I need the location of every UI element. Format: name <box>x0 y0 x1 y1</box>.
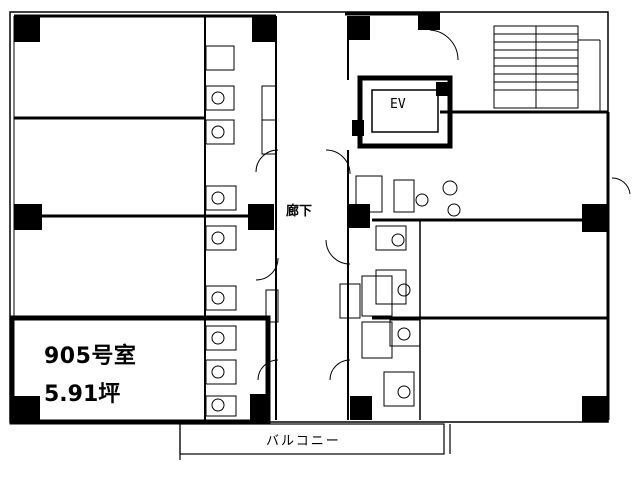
right-offices <box>372 110 631 420</box>
left-wet-core <box>205 45 279 417</box>
unit-area-label: 5.91坪 <box>44 382 121 407</box>
corridor-label: 廊下 <box>286 204 313 219</box>
stairs <box>493 25 601 112</box>
left-offices <box>14 16 260 420</box>
balcony-label: バルコニー <box>266 434 341 449</box>
elevator-label: EV <box>390 97 406 112</box>
corridor <box>255 16 459 420</box>
unit-905-highlight <box>9 315 271 425</box>
unit-number-label: 905号室 <box>44 344 137 369</box>
right-wet-core <box>339 175 461 407</box>
balcony <box>179 423 451 460</box>
